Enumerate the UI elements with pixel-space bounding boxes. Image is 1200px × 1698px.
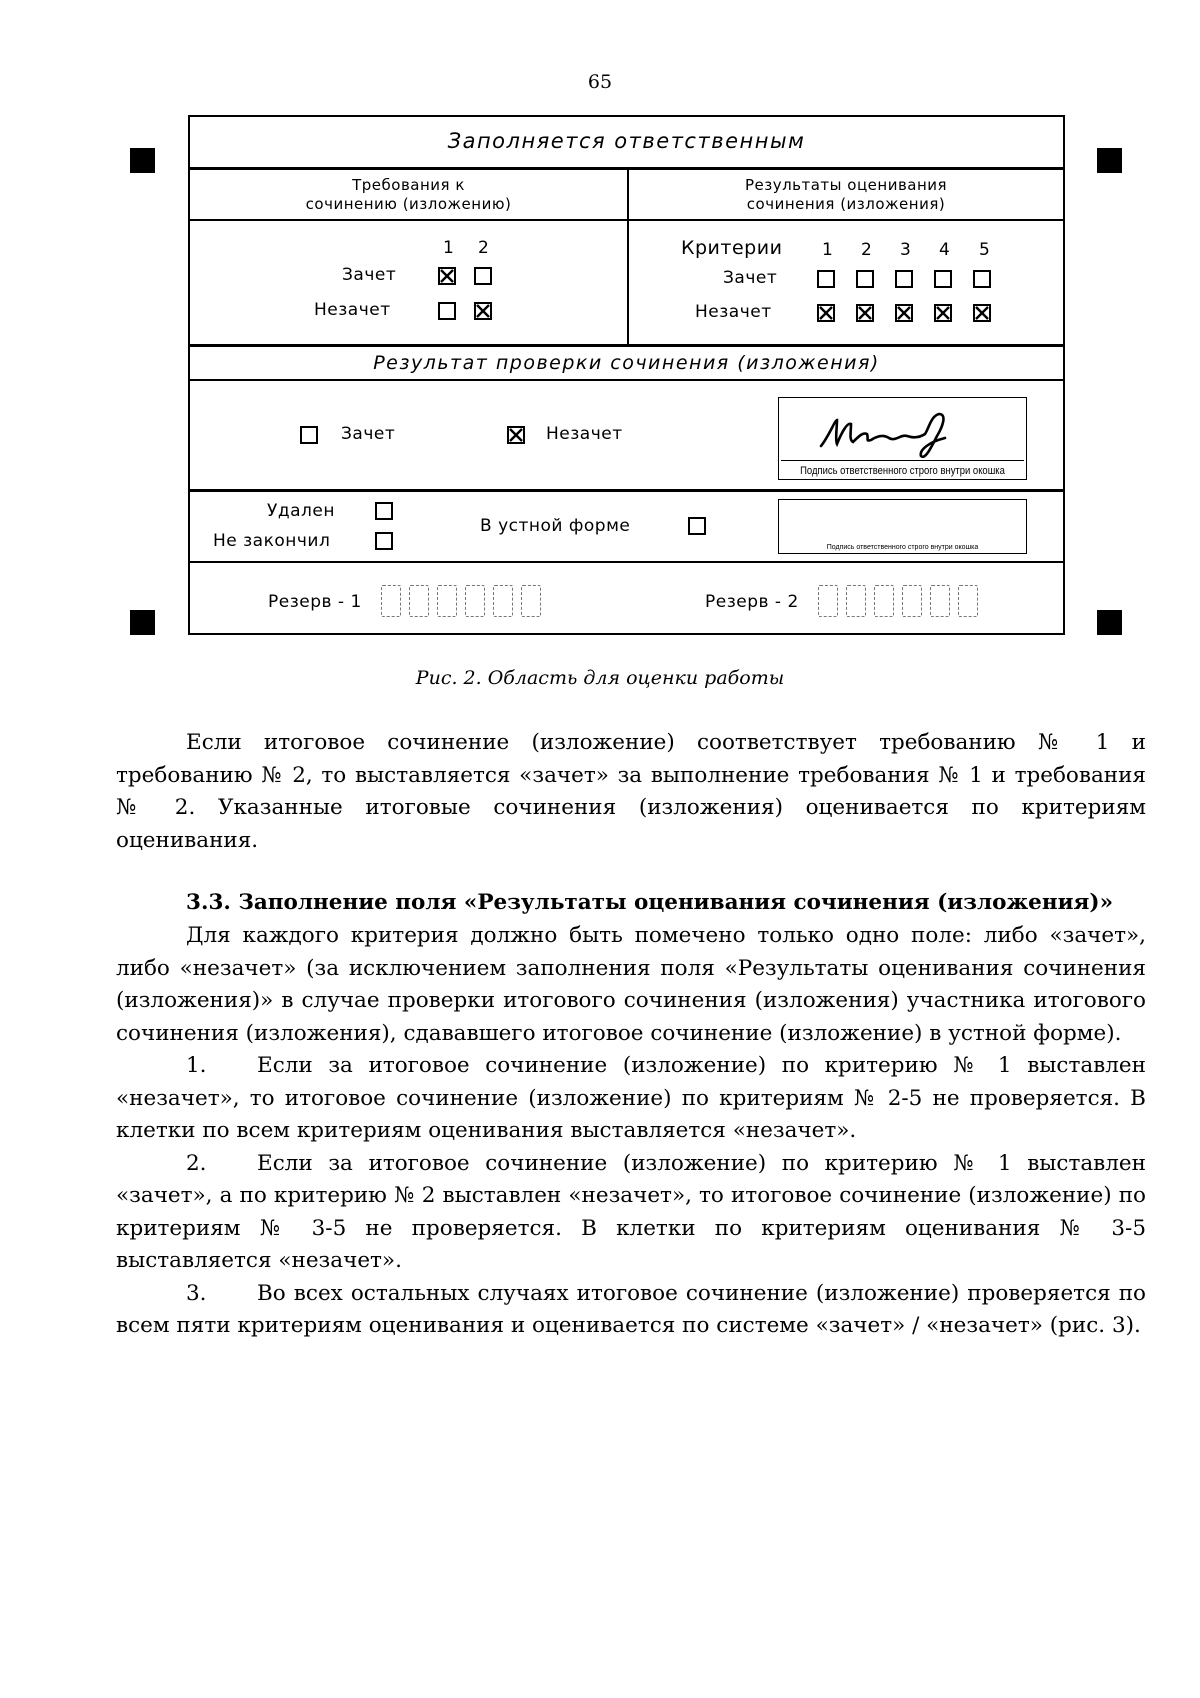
reserve1-cell[interactable] xyxy=(409,585,429,617)
cross-mark-icon xyxy=(819,306,833,320)
form-header: Заполняется ответственным xyxy=(447,129,806,153)
list-item-number: 2. xyxy=(186,1150,207,1176)
form-divider xyxy=(190,489,1063,492)
crit5-zachet-checkbox[interactable] xyxy=(973,270,991,288)
reserve2-cell[interactable] xyxy=(846,585,866,617)
oral-form-label: В устной форме xyxy=(480,516,631,536)
crit3-zachet-checkbox[interactable] xyxy=(895,270,913,288)
reserve1-cell[interactable] xyxy=(521,585,541,617)
reserve2-cell[interactable] xyxy=(874,585,894,617)
cross-mark-icon xyxy=(936,306,950,320)
crit-zachet-label: Зачет xyxy=(723,268,778,288)
signature-caption-small: Подпись ответственного строго внутри око… xyxy=(826,544,979,551)
results-header-line1: Результаты оценивания xyxy=(744,176,948,194)
crit4-nezachet-checkbox[interactable] xyxy=(934,304,952,322)
corner-mark-top-right xyxy=(1097,148,1122,173)
list-item-text: Если за итоговое сочинение (изложение) п… xyxy=(116,1150,1146,1274)
cross-mark-icon xyxy=(509,428,523,442)
crit2-nezachet-checkbox[interactable] xyxy=(856,304,874,322)
criteria-number: 2 xyxy=(861,240,873,260)
list-item: 3.Во всех остальных случаях итоговое соч… xyxy=(116,1278,1146,1343)
cross-mark-icon xyxy=(476,304,490,318)
requirements-header-line1: Требования к xyxy=(352,176,465,194)
criteria-number: 5 xyxy=(979,240,991,260)
reserve2-cell[interactable] xyxy=(958,585,978,617)
result-nezachet-label: Незачет xyxy=(546,424,623,444)
req2-zachet-checkbox[interactable] xyxy=(474,267,492,285)
req1-nezachet-checkbox[interactable] xyxy=(438,302,456,320)
evaluation-form: Заполняется ответственным Требования к с… xyxy=(188,115,1065,635)
ne-zakonchil-checkbox[interactable] xyxy=(375,532,393,550)
list-item-text: Во всех остальных случаях итоговое сочин… xyxy=(116,1280,1146,1339)
signature-caption: Подпись ответственного строго внутри око… xyxy=(800,465,1005,477)
results-header-line2: сочинения (изложения) xyxy=(746,195,946,213)
criteria-label: Критерии xyxy=(681,237,783,259)
form-divider xyxy=(190,344,1063,347)
reserve1-cell[interactable] xyxy=(493,585,513,617)
form-column-divider xyxy=(627,169,629,345)
list-item: 1.Если за итоговое сочинение (изложение)… xyxy=(116,1050,1146,1148)
list-item: 2.Если за итоговое сочинение (изложение)… xyxy=(116,1148,1146,1278)
corner-mark-bottom-left xyxy=(130,610,155,635)
req-zachet-label: Зачет xyxy=(342,265,397,285)
result-nezachet-checkbox[interactable] xyxy=(507,426,525,444)
page-number: 65 xyxy=(587,71,613,93)
check-result-header: Результат проверки сочинения (изложения) xyxy=(373,352,880,374)
reserve2-cell[interactable] xyxy=(930,585,950,617)
form-divider xyxy=(190,219,1063,221)
reserve1-cell[interactable] xyxy=(437,585,457,617)
cross-mark-icon xyxy=(858,306,872,320)
corner-mark-top-left xyxy=(130,148,155,173)
list-item-text: Если за итоговое сочинение (изложение) п… xyxy=(116,1053,1146,1143)
paragraph-2: Для каждого критерия должно быть помечен… xyxy=(116,920,1146,1343)
req1-zachet-checkbox[interactable] xyxy=(438,267,456,285)
cross-mark-icon xyxy=(440,269,454,283)
reserve2-label: Резерв - 2 xyxy=(705,592,799,612)
reserve1-label: Резерв - 1 xyxy=(268,592,362,612)
ne-zakonchil-label: Не закончил xyxy=(213,531,331,551)
criteria-number: 4 xyxy=(939,240,951,260)
form-divider xyxy=(190,561,1063,563)
signature-box[interactable]: Подпись ответственного строго внутри око… xyxy=(778,397,1027,480)
udalen-checkbox[interactable] xyxy=(375,502,393,520)
signature-icon xyxy=(819,412,947,459)
signature-box-small[interactable]: Подпись ответственного строго внутри око… xyxy=(778,499,1027,554)
result-zachet-checkbox[interactable] xyxy=(300,426,318,444)
list-item-number: 3. xyxy=(186,1280,207,1306)
crit1-zachet-checkbox[interactable] xyxy=(817,270,835,288)
cross-mark-icon xyxy=(975,306,989,320)
paragraph-1-text: Если итоговое сочинение (изложение) соот… xyxy=(116,730,1146,853)
crit4-zachet-checkbox[interactable] xyxy=(934,270,952,288)
udalen-label: Удален xyxy=(267,501,335,521)
reserve1-cell[interactable] xyxy=(381,585,401,617)
form-divider xyxy=(190,379,1063,381)
criteria-number: 1 xyxy=(822,240,834,260)
crit-nezachet-label: Незачет xyxy=(695,302,772,322)
crit1-nezachet-checkbox[interactable] xyxy=(817,304,835,322)
req-col-1: 1 xyxy=(443,238,455,258)
criteria-number: 3 xyxy=(900,240,912,260)
list-item-number: 1. xyxy=(186,1053,207,1078)
crit3-nezachet-checkbox[interactable] xyxy=(895,304,913,322)
cross-mark-icon xyxy=(897,306,911,320)
paragraph-1: Если итоговое сочинение (изложение) соот… xyxy=(116,727,1146,857)
signature-underline xyxy=(781,460,1024,461)
reserve2-cell[interactable] xyxy=(902,585,922,617)
req2-nezachet-checkbox[interactable] xyxy=(474,302,492,320)
reserve2-cell[interactable] xyxy=(818,585,838,617)
requirements-header-line2: сочинению (изложению) xyxy=(305,195,512,213)
crit5-nezachet-checkbox[interactable] xyxy=(973,304,991,322)
figure-caption: Рис. 2. Область для оценки работы xyxy=(415,667,785,689)
req-col-2: 2 xyxy=(478,238,490,258)
paragraph-2-text: Для каждого критерия должно быть помечен… xyxy=(116,923,1146,1046)
reserve1-cell[interactable] xyxy=(465,585,485,617)
req-nezachet-label: Незачет xyxy=(314,300,391,320)
oral-form-checkbox[interactable] xyxy=(688,517,706,535)
result-zachet-label: Зачет xyxy=(341,424,396,444)
section-heading: 3.3. Заполнение поля «Результаты оценива… xyxy=(186,890,1114,915)
form-divider xyxy=(190,167,1063,170)
corner-mark-bottom-right xyxy=(1097,610,1122,635)
crit2-zachet-checkbox[interactable] xyxy=(856,270,874,288)
